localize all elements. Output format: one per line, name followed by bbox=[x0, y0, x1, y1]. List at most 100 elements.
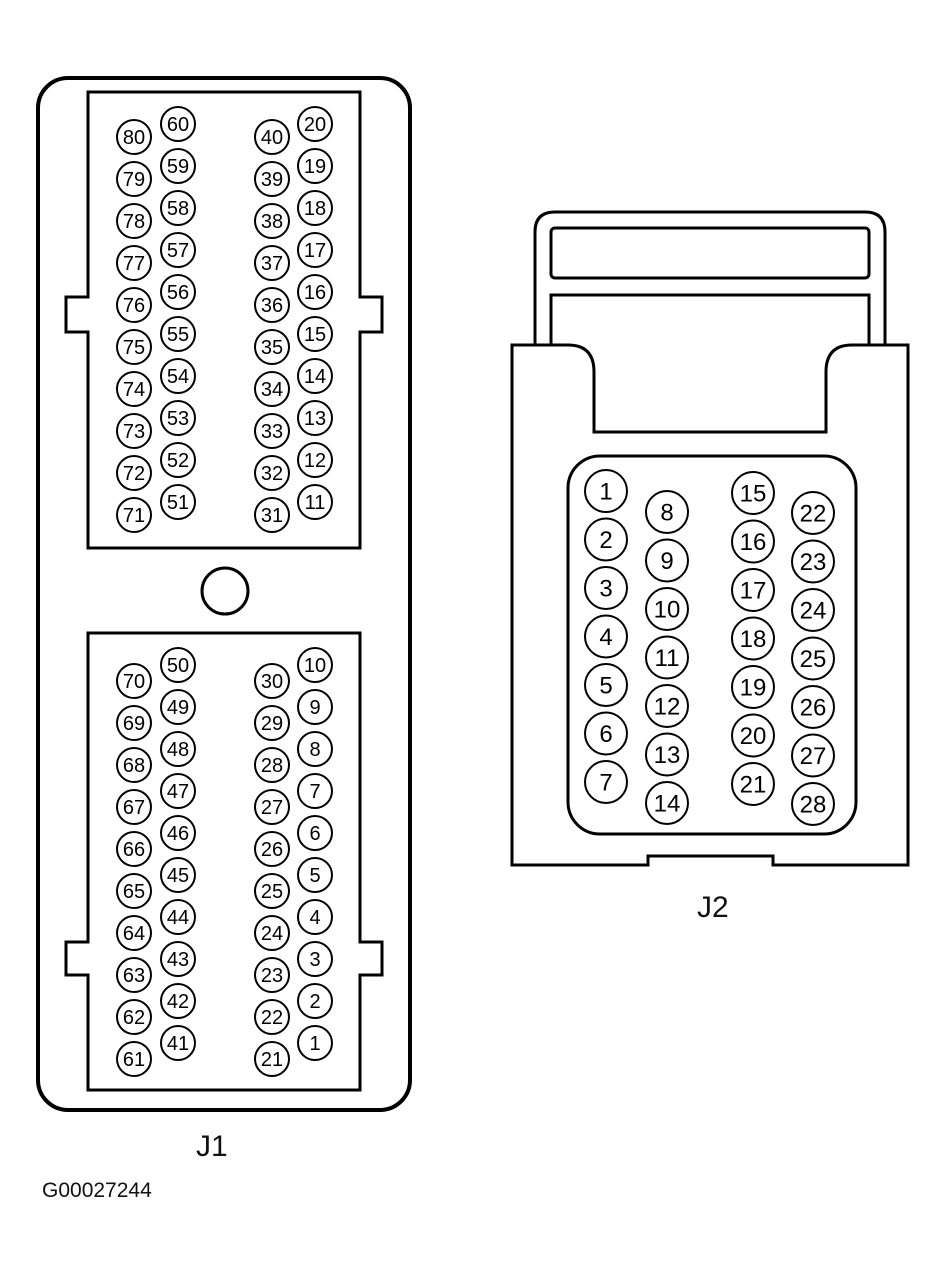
j1-pin-61: 61 bbox=[116, 1041, 152, 1077]
pin-circle bbox=[791, 491, 835, 535]
j1-connector bbox=[36, 76, 412, 1112]
pin-circle bbox=[791, 539, 835, 584]
pin-circle bbox=[254, 999, 290, 1035]
pin-circle bbox=[645, 538, 689, 583]
pin-number: 3 bbox=[599, 576, 612, 603]
pin-number: 7 bbox=[309, 781, 320, 803]
pin-number: 76 bbox=[123, 295, 145, 317]
pin-circle bbox=[297, 358, 333, 394]
pin-number: 1 bbox=[599, 479, 612, 506]
j1-pin-23: 23 bbox=[254, 957, 290, 993]
pin-number: 17 bbox=[740, 578, 767, 605]
j2-pin-15: 15 bbox=[731, 471, 775, 515]
j2-connector bbox=[510, 210, 910, 867]
pin-number: 64 bbox=[123, 923, 145, 945]
pin-number: 60 bbox=[167, 114, 189, 136]
pin-number: 41 bbox=[167, 1033, 189, 1055]
pin-circle bbox=[297, 148, 333, 184]
pin-number: 43 bbox=[167, 949, 189, 971]
pin-number: 14 bbox=[304, 366, 326, 388]
j2-pin-12: 12 bbox=[645, 684, 689, 728]
j2-pin-14: 14 bbox=[645, 781, 689, 825]
pin-circle bbox=[254, 747, 290, 783]
pin-number: 26 bbox=[800, 695, 827, 722]
pin-circle bbox=[160, 857, 196, 893]
pin-number: 6 bbox=[309, 823, 320, 845]
j1-pin-57: 57 bbox=[160, 232, 196, 268]
pin-circle bbox=[254, 873, 290, 909]
pin-circle bbox=[160, 148, 196, 184]
pin-circle bbox=[254, 497, 290, 533]
pin-number: 55 bbox=[167, 324, 189, 346]
j1-pin-67: 67 bbox=[116, 789, 152, 825]
pin-number: 61 bbox=[123, 1049, 145, 1071]
pin-number: 75 bbox=[123, 337, 145, 359]
pin-circle bbox=[116, 329, 152, 365]
pin-number: 6 bbox=[599, 721, 612, 748]
j1-pin-50: 50 bbox=[160, 647, 196, 683]
pin-circle bbox=[584, 469, 628, 513]
j1-pin-36: 36 bbox=[254, 287, 290, 323]
pin-circle bbox=[116, 915, 152, 951]
j1-pin-52: 52 bbox=[160, 442, 196, 478]
j2-pin-5: 5 bbox=[584, 663, 628, 707]
pin-number: 4 bbox=[599, 624, 612, 651]
j1-pin-46: 46 bbox=[160, 815, 196, 851]
pin-circle bbox=[297, 400, 333, 436]
j1-pin-74: 74 bbox=[116, 371, 152, 407]
pin-circle bbox=[160, 689, 196, 725]
j2-pin-group: 1234567891011121314151617181920212223242… bbox=[584, 469, 835, 826]
j2-pin-19: 19 bbox=[731, 665, 775, 709]
j2-pin-26: 26 bbox=[791, 685, 835, 729]
pin-number: 37 bbox=[261, 253, 283, 275]
pin-circle bbox=[297, 731, 333, 767]
j2-pin-3: 3 bbox=[584, 566, 628, 610]
j1-outer-housing bbox=[36, 76, 412, 1112]
j1-pin-43: 43 bbox=[160, 941, 196, 977]
pin-circle bbox=[297, 442, 333, 478]
j2-pin-21: 21 bbox=[731, 762, 775, 806]
pin-number: 4 bbox=[309, 907, 320, 929]
j1-pin-14: 14 bbox=[297, 358, 333, 394]
pin-circle bbox=[297, 773, 333, 809]
j1-pin-4: 4 bbox=[297, 899, 333, 935]
pin-circle bbox=[297, 316, 333, 352]
j1-pin-79: 79 bbox=[116, 161, 152, 197]
pin-number: 23 bbox=[800, 549, 827, 576]
pin-circle bbox=[731, 471, 775, 515]
pin-circle bbox=[297, 983, 333, 1019]
pin-number: 11 bbox=[655, 645, 680, 672]
pin-circle bbox=[254, 287, 290, 323]
j1-pin-15: 15 bbox=[297, 316, 333, 352]
j1-pin-78: 78 bbox=[116, 203, 152, 239]
pin-number: 29 bbox=[261, 713, 283, 735]
j1-pin-39: 39 bbox=[254, 161, 290, 197]
pin-circle bbox=[791, 588, 835, 632]
pin-circle bbox=[116, 497, 152, 533]
pin-circle bbox=[584, 614, 628, 659]
pin-circle bbox=[160, 358, 196, 394]
pin-circle bbox=[160, 647, 196, 683]
j1-pin-19: 19 bbox=[297, 148, 333, 184]
j2-pin-9: 9 bbox=[645, 538, 689, 583]
j1-pin-5: 5 bbox=[297, 857, 333, 893]
pin-circle bbox=[645, 781, 689, 825]
j2-pin-4: 4 bbox=[584, 614, 628, 659]
pin-number: 27 bbox=[261, 797, 283, 819]
j1-upper-cavity bbox=[64, 90, 384, 550]
pin-circle bbox=[254, 957, 290, 993]
j1-pin-38: 38 bbox=[254, 203, 290, 239]
pin-number: 10 bbox=[304, 655, 326, 677]
j1-pin-47: 47 bbox=[160, 773, 196, 809]
pin-number: 15 bbox=[740, 481, 767, 508]
pin-number: 71 bbox=[123, 505, 145, 527]
j1-pin-59: 59 bbox=[160, 148, 196, 184]
pin-circle bbox=[731, 519, 775, 564]
pin-circle bbox=[116, 371, 152, 407]
j1-pin-34: 34 bbox=[254, 371, 290, 407]
pin-number: 63 bbox=[123, 965, 145, 987]
j1-pin-75: 75 bbox=[116, 329, 152, 365]
pin-circle bbox=[645, 587, 689, 631]
pin-circle bbox=[297, 190, 333, 226]
pin-circle bbox=[731, 665, 775, 709]
